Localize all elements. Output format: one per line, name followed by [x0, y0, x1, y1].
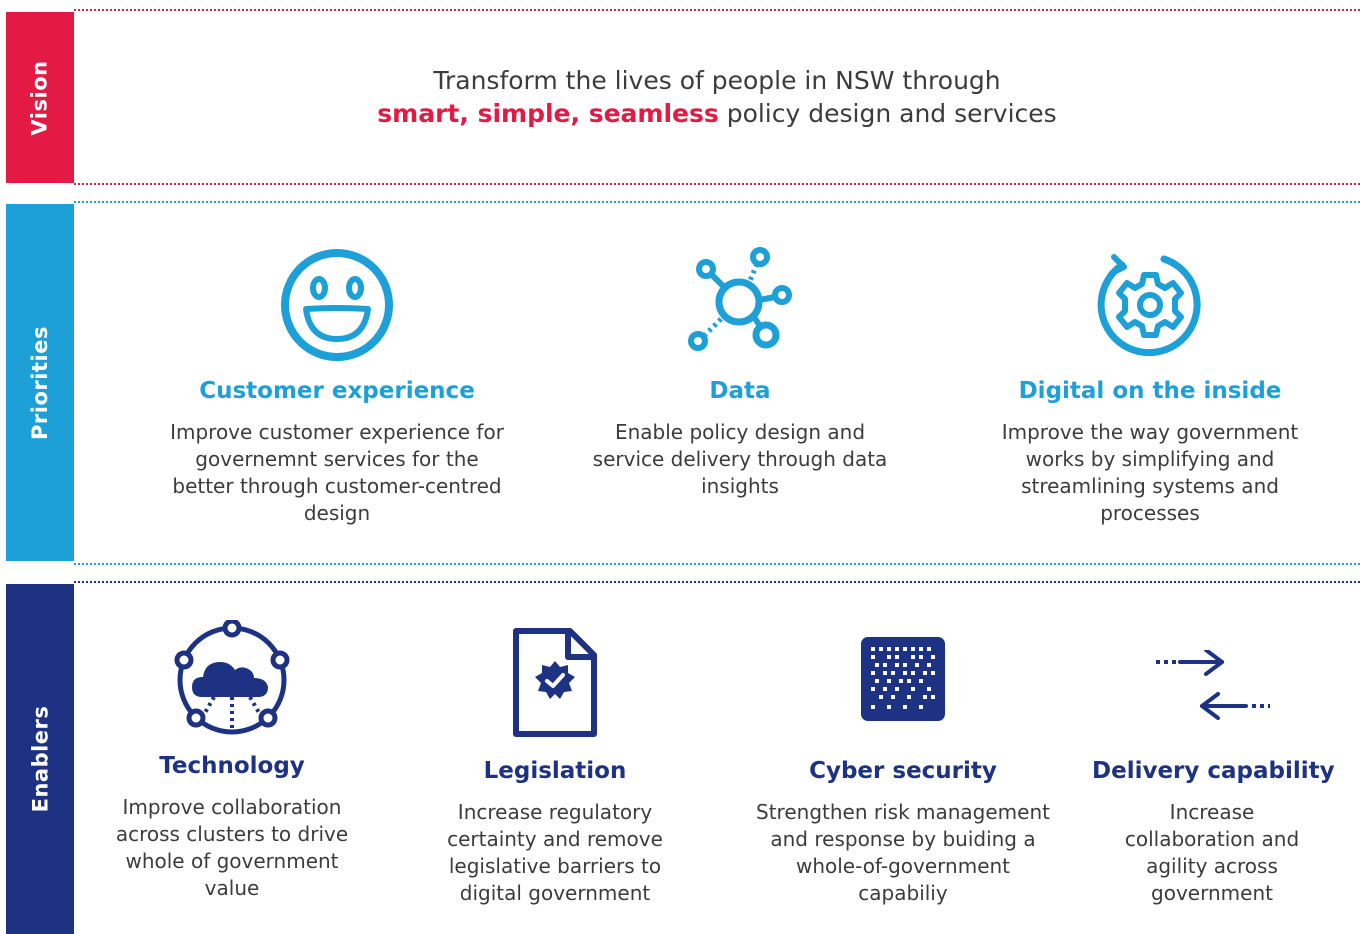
priority-title: Data: [709, 378, 771, 404]
enablers-label: Enablers: [28, 705, 53, 813]
enablers-top-divider: [74, 581, 1360, 583]
priorities-bottom-divider: [74, 563, 1360, 565]
priorities-top-divider: [74, 201, 1360, 203]
vision-line-2-rest: policy design and services: [718, 99, 1057, 128]
enabler-delivery-capability: Delivery capability Increase collaborati…: [1092, 650, 1335, 907]
gear-refresh-icon: [1097, 254, 1201, 357]
enabler-title: Cyber security: [809, 758, 997, 784]
enabler-title: Legislation: [483, 758, 627, 784]
enabler-cyber-security: Cyber security Strengthen risk managemen…: [753, 635, 1053, 907]
enablers-section: Enablers Technology Improve collaboratio…: [0, 575, 1360, 934]
priority-description: Improve customer experience for governem…: [170, 420, 504, 525]
priority-customer-experience: Customer experience Improve customer exp…: [170, 247, 504, 527]
vision-highlight: smart, simple, seamless: [377, 99, 719, 128]
vision-statement: Transform the lives of people in NSW thr…: [74, 64, 1360, 130]
enabler-title: Technology: [159, 753, 305, 779]
priority-description: Improve the way government works by simp…: [1001, 420, 1299, 525]
enabler-legislation: Legislation Increase regulatory certaint…: [420, 625, 690, 907]
enabler-technology: Technology Improve collaboration across …: [97, 620, 367, 902]
cyber-grid-icon: [861, 637, 945, 721]
enabler-description: Improve collaboration across clusters to…: [115, 795, 349, 900]
vision-line-2: smart, simple, seamless policy design an…: [74, 97, 1360, 130]
enabler-description: Increase regulatory certainty and remove…: [447, 800, 663, 905]
exchange-arrows-icon: [1156, 650, 1270, 720]
vision-section: Vision Transform the lives of people in …: [0, 0, 1360, 190]
priorities-section: Priorities Customer experience Improve c…: [0, 195, 1360, 570]
priority-title: Digital on the inside: [1018, 378, 1282, 404]
smiley-face-icon: [281, 249, 393, 361]
priority-title: Customer experience: [199, 378, 475, 404]
vision-bottom-divider: [74, 183, 1360, 185]
priority-description: Enable policy design and service deliver…: [592, 420, 888, 498]
priority-data: Data Enable policy design and service de…: [585, 247, 895, 500]
priorities-label: Priorities: [28, 325, 53, 440]
priority-digital-on-the-inside: Digital on the inside Improve the way go…: [1000, 247, 1300, 527]
enabler-description: Strengthen risk management and response …: [756, 800, 1050, 905]
enabler-description: Increase collaboration and agility acros…: [1124, 800, 1300, 905]
data-network-icon: [688, 247, 792, 351]
enabler-title: Delivery capability: [1092, 758, 1335, 784]
vision-label-bar: Vision: [6, 12, 74, 183]
certified-document-icon: [513, 628, 597, 737]
vision-top-divider: [74, 9, 1360, 11]
cloud-network-icon: [174, 620, 290, 735]
priorities-label-bar: Priorities: [6, 204, 74, 561]
vision-line-1: Transform the lives of people in NSW thr…: [433, 66, 1001, 95]
vision-label: Vision: [28, 59, 53, 136]
enablers-label-bar: Enablers: [6, 584, 74, 934]
